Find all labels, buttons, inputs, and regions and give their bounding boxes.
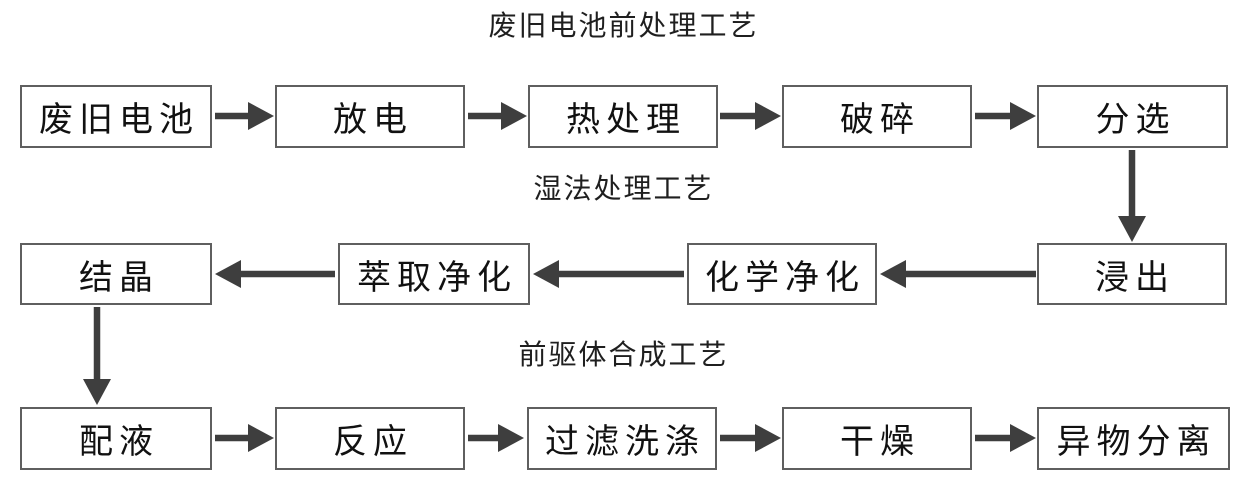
arrow-discharge-to-heat-treatment-icon: [468, 102, 527, 130]
stage-title-pretreatment: 废旧电池前处理工艺: [488, 11, 759, 42]
node-sorting: 分选: [1037, 85, 1228, 148]
arrow-leaching-to-chemical-purification-icon: [880, 260, 1036, 288]
node-filtration-washing: 过滤洗涤: [527, 407, 717, 470]
node-heat-treatment: 热处理: [528, 85, 718, 148]
arrow-reaction-to-filtration-washing-icon: [468, 424, 524, 452]
node-drying: 干燥: [782, 407, 972, 470]
arrow-chemical-purification-to-solvent-extraction-icon: [533, 260, 684, 288]
arrow-solution-preparation-to-reaction-icon: [215, 424, 274, 452]
arrow-heat-treatment-to-crushing-icon: [720, 102, 781, 130]
arrow-crystallization-to-solution-preparation-icon: [83, 307, 111, 405]
node-foreign-matter-separation: 异物分离: [1037, 407, 1230, 470]
arrow-sorting-to-leaching-icon: [1118, 150, 1146, 242]
node-leaching: 浸出: [1037, 243, 1227, 305]
node-chemical-purification: 化学净化: [687, 243, 877, 305]
node-solvent-extraction: 萃取净化: [338, 243, 530, 305]
arrow-crushing-to-sorting-icon: [975, 102, 1036, 130]
node-crushing: 破碎: [782, 85, 972, 148]
arrow-solvent-extraction-to-crystallization-icon: [215, 260, 335, 288]
node-reaction: 反应: [275, 407, 465, 470]
arrow-filtration-washing-to-drying-icon: [720, 424, 781, 452]
arrow-waste-battery-to-discharge-icon: [215, 102, 274, 130]
node-discharge: 放电: [275, 85, 465, 148]
stage-title-hydrometallurgy: 湿法处理工艺: [533, 174, 714, 205]
arrow-drying-to-foreign-matter-separation-icon: [975, 424, 1036, 452]
node-waste-battery: 废旧电池: [20, 85, 212, 148]
stage-title-precursor-synthesis: 前驱体合成工艺: [518, 340, 729, 371]
node-crystallization: 结晶: [20, 243, 212, 305]
node-solution-preparation: 配液: [20, 407, 212, 470]
